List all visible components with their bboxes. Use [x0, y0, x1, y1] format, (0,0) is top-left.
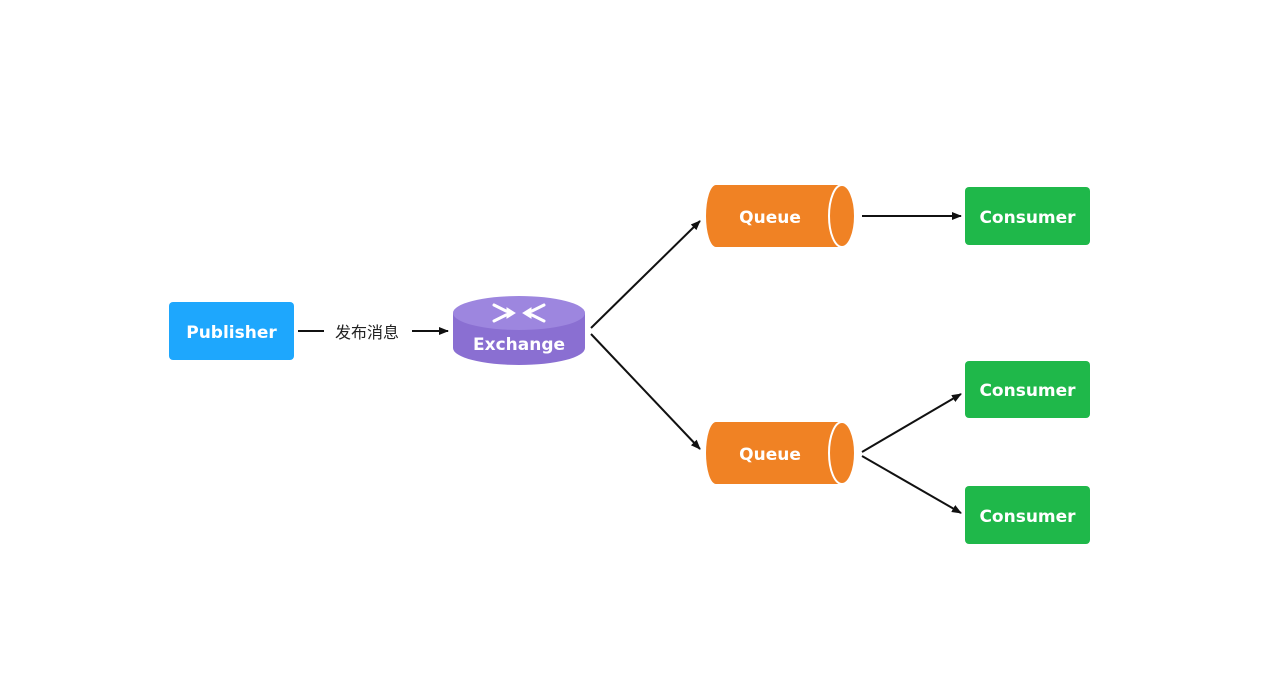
consumer-node-2: Consumer — [965, 361, 1090, 418]
consumer-node-3: Consumer — [965, 486, 1090, 544]
publisher-node: Publisher — [169, 302, 294, 360]
queue-node-top: Queue — [706, 184, 856, 248]
consumer-3-label: Consumer — [979, 507, 1076, 527]
publisher-label: Publisher — [186, 323, 277, 343]
exchange-to-queue-top-edge — [590, 220, 701, 329]
consumer-node-1: Consumer — [965, 187, 1090, 245]
exchange-label: Exchange — [473, 335, 565, 355]
consumer-3-box — [965, 486, 1090, 544]
exchange-router-icon — [492, 303, 546, 323]
queue-top-label: Queue — [739, 208, 801, 228]
queue-bottom-to-consumer-2-edge — [861, 393, 962, 453]
consumer-2-label: Consumer — [979, 381, 1076, 401]
queue-bottom-body — [706, 422, 842, 484]
queue-top-end-cap — [828, 184, 856, 248]
queue-top-body — [706, 185, 842, 247]
queue-bottom-label: Queue — [739, 445, 801, 465]
consumer-1-box — [965, 187, 1090, 245]
consumer-1-label: Consumer — [979, 208, 1076, 228]
publish-edge-label: 发布消息 — [335, 323, 399, 342]
queue-bottom-end-cap — [828, 421, 856, 485]
consumer-2-box — [965, 361, 1090, 418]
queue-node-bottom: Queue — [706, 421, 856, 485]
exchange-node: Exchange — [453, 296, 585, 365]
publish-edge: 发布消息 — [298, 323, 449, 342]
queue-bottom-to-consumer-3-edge — [861, 455, 962, 514]
exchange-to-queue-bottom-edge — [590, 333, 701, 450]
publisher-box — [169, 302, 294, 360]
exchange-top — [453, 296, 585, 330]
